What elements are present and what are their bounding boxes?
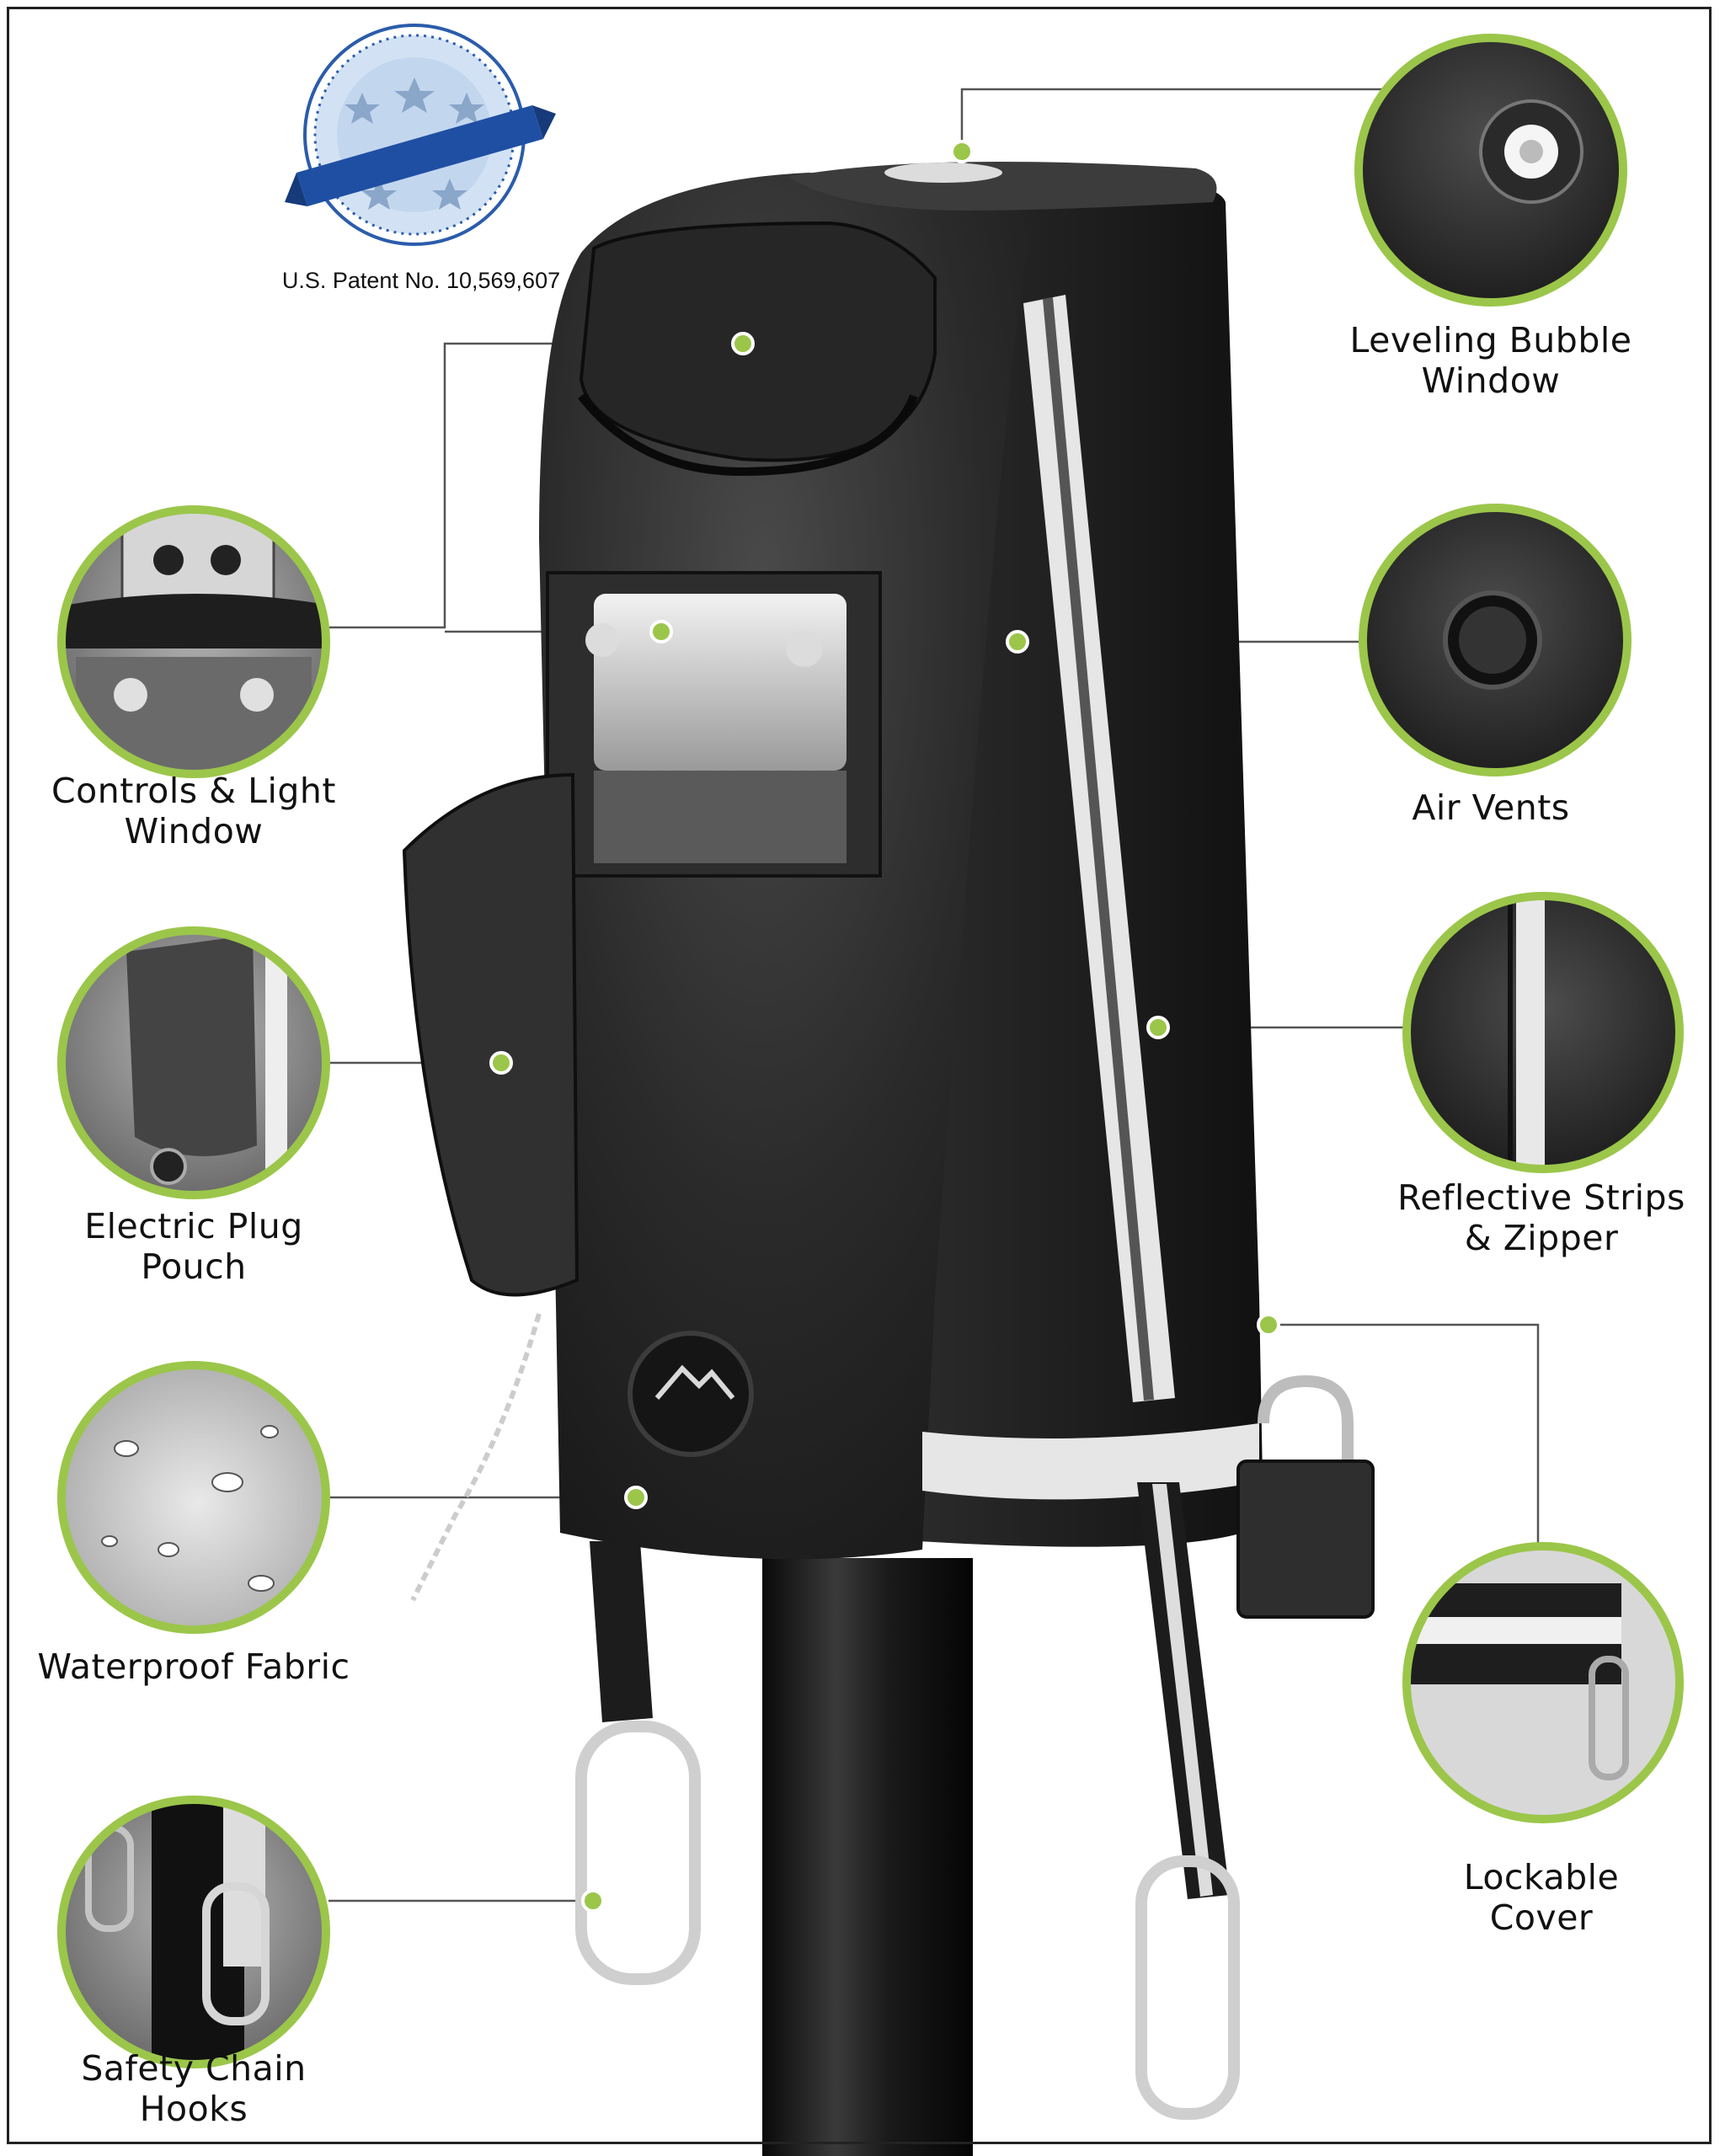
callout-dots	[489, 140, 1280, 1913]
leveling-detail-photo	[1354, 34, 1627, 307]
lockable-connector	[1268, 1323, 1540, 1550]
label-line: Safety Chain	[81, 2048, 307, 2089]
label-line: Waterproof Fabric	[37, 1646, 350, 1687]
trailersphere-logo	[628, 1331, 754, 1457]
dot-pouch	[489, 1051, 513, 1075]
waterproof-detail-photo	[57, 1361, 330, 1634]
label-electric-plug-pouch: Electric Plug Pouch	[17, 1206, 371, 1287]
label-line: Leveling Bubble	[1349, 320, 1632, 360]
bubble-window	[884, 163, 1002, 183]
label-air-vents: Air Vents	[1314, 787, 1668, 828]
lockable-detail-photo	[1402, 1542, 1684, 1823]
label-line: Cover	[1489, 1897, 1594, 1938]
air-vents-detail-photo	[1359, 504, 1632, 776]
label-line: Pouch	[141, 1246, 247, 1287]
label-lockable-cover: Lockable Cover	[1365, 1857, 1718, 1938]
badge-star-icons	[344, 77, 484, 210]
safety-chain-hooks	[575, 1721, 1240, 2120]
label-leveling-bubble-window: Leveling Bubble Window	[1306, 320, 1676, 401]
label-line: Controls & Light	[51, 771, 336, 811]
hooks-detail-photo	[57, 1796, 330, 2068]
plug-pouch-detail-photo	[57, 926, 330, 1199]
controls-detail-photo	[57, 505, 330, 778]
dot-reflective	[1146, 1016, 1170, 1039]
patent-badge	[285, 24, 556, 246]
dot-vents	[1006, 630, 1029, 654]
padlock	[1236, 1374, 1375, 1619]
dot-leveling	[950, 140, 974, 163]
dot-window	[649, 620, 673, 643]
patent-number: U.S. Patent No. 10,569,607	[281, 268, 561, 293]
label-reflective-strips-zipper: Reflective Strips & Zipper	[1356, 1177, 1725, 1258]
label-line: Hooks	[139, 2089, 248, 2129]
label-controls-light-window: Controls & Light Window	[17, 771, 371, 851]
dot-pocket	[731, 332, 755, 355]
label-line: Air Vents	[1412, 787, 1570, 828]
jack-pole	[762, 1558, 973, 2156]
label-line: Window	[1421, 360, 1561, 401]
label-waterproof-fabric: Waterproof Fabric	[17, 1646, 371, 1687]
dot-hooks	[581, 1889, 605, 1913]
label-safety-chain-hooks: Safety Chain Hooks	[17, 2048, 371, 2129]
label-line: Window	[124, 811, 264, 851]
leveling-connector	[960, 88, 1423, 150]
dot-fabric	[624, 1486, 648, 1509]
label-line: & Zipper	[1464, 1218, 1619, 1258]
electric-plug-pouch	[402, 772, 579, 1297]
reflective-detail-photo	[1402, 892, 1684, 1173]
label-line: Lockable	[1463, 1857, 1620, 1897]
label-line: Electric Plug	[84, 1206, 303, 1246]
label-line: Reflective Strips	[1397, 1177, 1685, 1218]
dot-lock	[1257, 1313, 1280, 1337]
